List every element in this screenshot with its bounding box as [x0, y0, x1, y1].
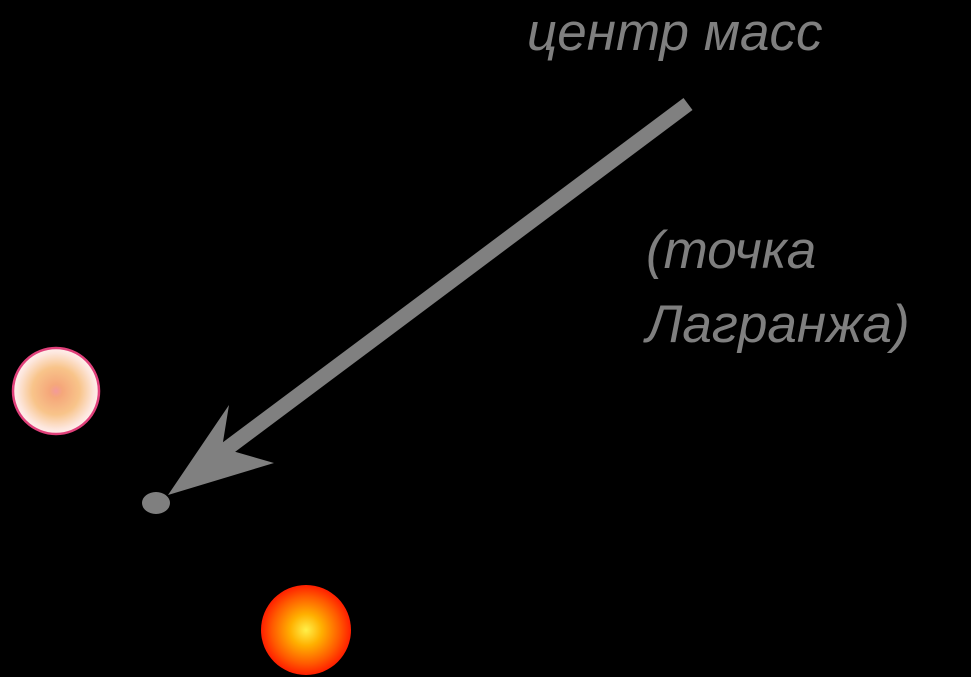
center-of-mass-label: центр масс: [527, 3, 823, 62]
star-2: [261, 585, 351, 675]
arrow-shaft: [200, 97, 693, 472]
lagrange-point-label-line2: Лагранжа): [646, 295, 910, 354]
center-of-mass-arrow: [168, 97, 693, 495]
arrow-head: [168, 405, 274, 495]
lagrange-point-label-line1: (точка: [646, 221, 817, 280]
center-of-mass-point: [142, 492, 170, 514]
star-1: [11, 346, 101, 436]
